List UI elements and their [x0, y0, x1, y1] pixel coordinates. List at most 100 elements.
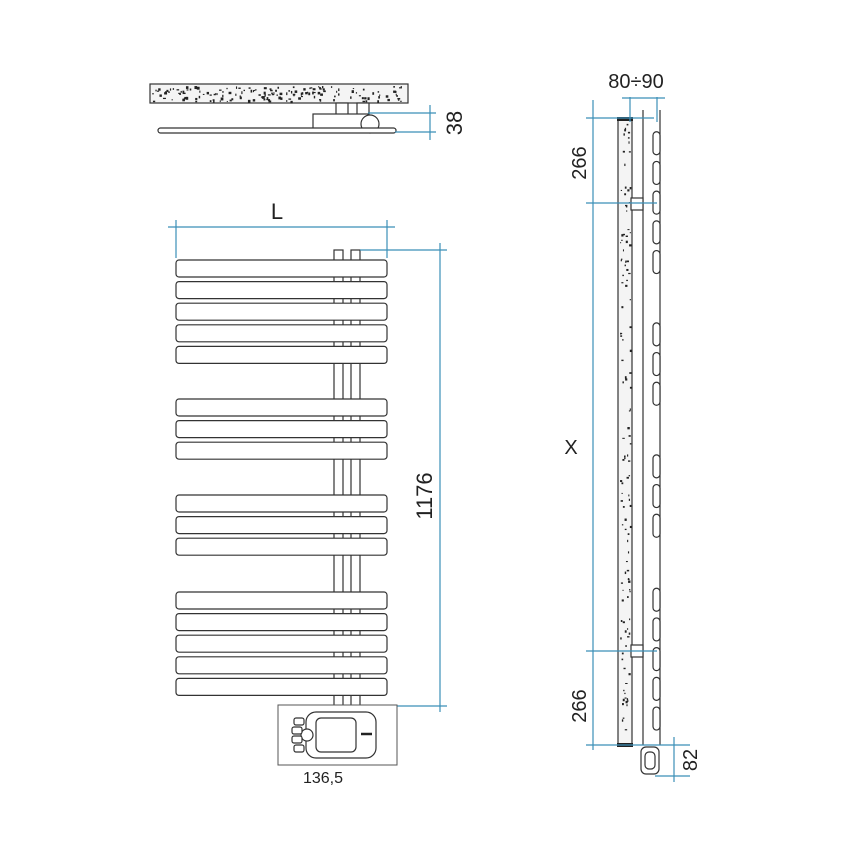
speckle — [365, 100, 368, 103]
speckle — [319, 99, 322, 102]
towel-bar — [175, 537, 388, 556]
speckle — [355, 92, 358, 94]
speckle — [286, 100, 288, 102]
speckle — [263, 87, 267, 90]
towel-bar — [175, 259, 388, 278]
speckle — [266, 97, 269, 100]
speckle — [241, 91, 243, 95]
speckle — [627, 137, 630, 139]
speckle — [621, 492, 623, 494]
radiator-plate-top — [157, 127, 397, 134]
speckle — [318, 87, 321, 89]
speckle — [288, 98, 292, 100]
speckle — [628, 272, 631, 275]
speckle — [268, 100, 272, 103]
speckle — [624, 630, 627, 633]
speckle — [222, 94, 224, 98]
speckle — [252, 90, 254, 93]
speckle — [290, 100, 293, 104]
width-label: L — [271, 199, 283, 224]
speckle — [621, 239, 623, 241]
speckle — [168, 91, 170, 93]
speckle — [273, 92, 275, 95]
speckle — [292, 86, 295, 89]
speckle — [216, 93, 218, 96]
speckle — [627, 460, 631, 462]
speckle — [624, 571, 627, 575]
speckle — [271, 94, 275, 96]
speckle — [629, 525, 632, 529]
speckle — [621, 234, 624, 237]
speckle — [628, 498, 631, 501]
speckle — [629, 299, 631, 301]
speckle — [239, 96, 242, 100]
speckle — [267, 99, 271, 102]
speckle — [622, 698, 625, 702]
speckle — [194, 86, 198, 90]
speckle — [624, 186, 627, 189]
speckle — [627, 551, 630, 554]
speckle — [229, 99, 232, 102]
towel-bar — [175, 345, 388, 364]
speckle — [393, 86, 395, 88]
speckle — [627, 699, 629, 702]
speckle — [379, 94, 381, 96]
speckle — [624, 457, 626, 460]
speckle — [364, 97, 367, 100]
speckle — [622, 621, 625, 624]
speckle — [308, 92, 311, 96]
speckle — [622, 274, 624, 277]
speckle — [625, 700, 628, 704]
stone-texture — [152, 86, 402, 104]
speckle — [620, 259, 622, 262]
button-minus-icon — [293, 744, 305, 753]
wall-cap-top — [617, 117, 633, 121]
speckle — [625, 205, 628, 208]
speckle — [620, 335, 623, 337]
side-view: 80÷90 266 266 X 82 — [564, 71, 702, 782]
wall-bracket-top — [630, 197, 644, 211]
speckle — [319, 88, 322, 90]
speckle — [333, 99, 335, 102]
speckle — [624, 163, 626, 167]
speckle — [377, 91, 380, 93]
side-bar-profile — [652, 706, 661, 731]
speckle — [270, 89, 273, 92]
speckle — [361, 97, 364, 100]
side-bar-profiles — [652, 131, 661, 731]
speckle — [625, 560, 628, 563]
speckle — [182, 90, 185, 94]
speckle — [219, 100, 221, 103]
speckle — [621, 258, 623, 260]
speckle — [629, 589, 631, 591]
speckle — [278, 96, 281, 100]
wall-slab-top — [149, 83, 409, 104]
speckle — [253, 90, 256, 92]
speckle — [254, 89, 257, 91]
side-bar-profile — [652, 249, 661, 275]
speckle — [626, 704, 628, 707]
front-view: L 1176 136,5 — [168, 199, 447, 787]
speckle — [629, 504, 632, 507]
speckle — [628, 141, 630, 144]
speckle — [622, 703, 624, 706]
speckle — [209, 94, 212, 96]
speckle — [301, 92, 304, 95]
speckle — [629, 408, 631, 411]
speckle — [179, 93, 182, 95]
side-bar-profile — [652, 160, 661, 186]
speckle — [252, 99, 256, 102]
speckle — [323, 90, 326, 93]
speckle — [620, 242, 622, 244]
speckle — [288, 90, 291, 92]
speckle — [186, 89, 189, 91]
speckle — [399, 87, 402, 89]
speckle — [276, 94, 278, 96]
speckle — [626, 268, 629, 271]
speckle — [629, 618, 631, 621]
button-mode-icon — [291, 726, 303, 735]
height-label: 1176 — [412, 472, 437, 519]
towel-bar — [175, 612, 388, 632]
